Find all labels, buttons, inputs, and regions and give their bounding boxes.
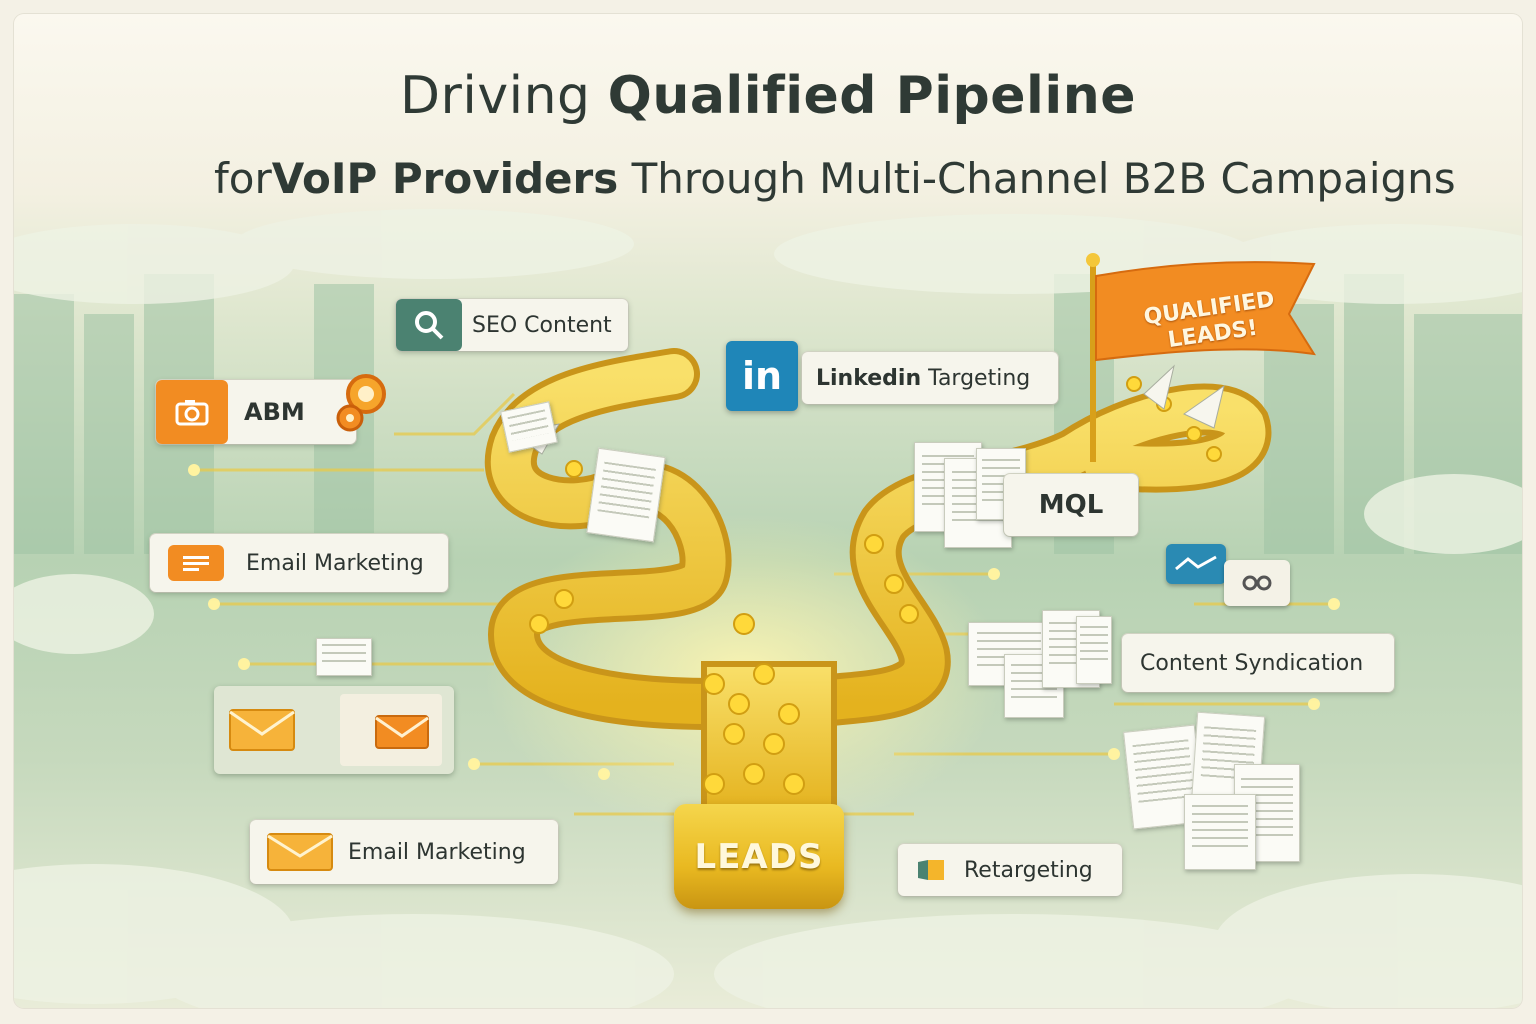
leads-text: LEADS — [694, 836, 824, 877]
content-syndication-label: Content Syndication — [1122, 634, 1394, 692]
email-list-icon — [168, 545, 224, 581]
subtitle-for: for — [214, 154, 272, 203]
envelope-icon — [267, 833, 333, 871]
title-light-text: Driving — [400, 66, 591, 126]
target-icon — [336, 374, 386, 432]
seo-content-label: SEO Content — [396, 299, 628, 351]
chat-icon — [1224, 560, 1290, 606]
email-marketing-label-2: Email Marketing — [250, 820, 558, 884]
camera-icon — [156, 380, 228, 444]
document-icon — [316, 638, 372, 676]
linkedin-icon: in — [726, 341, 798, 411]
title-bold-text: Qualified Pipeline — [607, 66, 1136, 126]
linkedin-logo-text: in — [741, 354, 783, 398]
mql-label: MQL — [1004, 474, 1138, 536]
retargeting-text: Retargeting — [964, 857, 1093, 883]
leads-bucket: LEADS — [674, 804, 844, 909]
retargeting-label: Retargeting — [898, 844, 1122, 896]
subtitle-bold: VoIP Providers — [271, 154, 619, 203]
abm-label: ABM — [156, 380, 356, 444]
subtitle-rest: Through Multi-Channel B2B Campaigns — [631, 154, 1456, 203]
canvas: Driving Qualified Pipeline forVoIP Provi… — [14, 14, 1522, 1008]
envelope-icon — [375, 715, 429, 749]
email-envelopes-panel — [214, 686, 454, 774]
search-icon — [396, 299, 462, 351]
linkedin-rest-text: Targeting — [928, 365, 1031, 391]
abm-text: ABM — [244, 398, 305, 426]
page-subtitle: forVoIP Providers Through Multi-Channel … — [214, 154, 1456, 203]
email-marketing-text-2: Email Marketing — [348, 839, 526, 865]
document-icon — [1184, 794, 1256, 870]
envelope-icon — [229, 709, 295, 751]
chart-icon — [1166, 544, 1226, 584]
linkedin-targeting-label: Linkedin Targeting — [802, 352, 1058, 404]
document-icon — [586, 447, 666, 543]
tag-icon — [918, 860, 944, 880]
document-icon — [1076, 616, 1112, 684]
content-syndication-text: Content Syndication — [1140, 650, 1364, 676]
email-marketing-label-1: Email Marketing — [150, 534, 448, 592]
linkedin-bold-text: Linkedin — [816, 365, 922, 391]
flag-icon — [1086, 253, 1316, 462]
email-marketing-text-1: Email Marketing — [246, 550, 424, 576]
seo-content-text: SEO Content — [472, 312, 612, 338]
coins — [529, 376, 1222, 795]
page-title: Driving Qualified Pipeline — [14, 66, 1522, 126]
mql-text: MQL — [1038, 490, 1104, 520]
